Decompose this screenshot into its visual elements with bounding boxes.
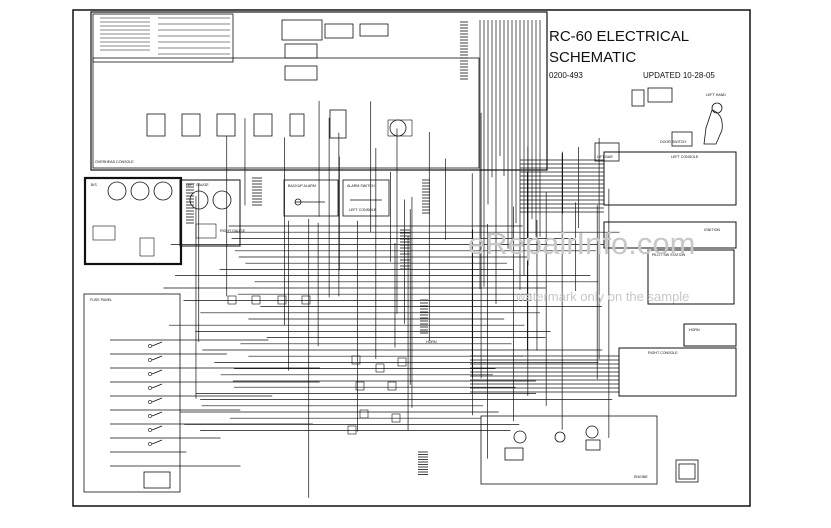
fuse-panel-label: FUSE PANEL <box>90 298 112 302</box>
schematic-title-line1: RC-60 ELECTRICAL <box>549 28 689 45</box>
component-symbols <box>148 21 468 475</box>
alarm-switch-label: ALARM SWITCH <box>347 184 375 188</box>
watermark-site: eRepairInfo.com <box>468 226 695 261</box>
right-console-label: RIGHT CONSOLE <box>648 351 678 355</box>
pilot-switch-label: PILOT SW STATION <box>652 253 686 257</box>
engine-block <box>480 415 658 485</box>
gauge-panel-label: B/S <box>91 183 97 187</box>
sheet-border <box>72 9 751 507</box>
overhead-console-label: OVERHEAD CONSOLE <box>95 160 134 164</box>
right-components <box>594 87 737 483</box>
left-console-label: LEFT CONSOLE <box>671 155 699 159</box>
fuse-panel-block <box>83 293 181 493</box>
left-gauge-label: LEFT GAUGE <box>186 183 209 187</box>
lift-bar-label: LIFT BAR <box>597 155 613 159</box>
part-number: 0200-493 <box>549 71 583 80</box>
watermark-note: watermark only on the sample <box>515 289 689 304</box>
overhead-console-block <box>90 11 548 171</box>
backup-alarm-label: BACKUP ALARM <box>288 184 316 188</box>
horn-label: HORN <box>689 328 700 332</box>
gauge-panel <box>83 176 241 266</box>
joystick-label: LEFT HAND <box>706 93 726 97</box>
right-gauge-label: RIGHT GAUGE <box>220 229 246 233</box>
horn-pad-label: HORN <box>426 340 437 344</box>
schematic-title-line2: SCHEMATIC <box>549 49 636 66</box>
updated-date: UPDATED 10-28-05 <box>643 71 715 80</box>
engine-label: ENGINE <box>634 475 648 479</box>
alarm-block <box>283 179 390 217</box>
parts-list-table <box>100 17 230 55</box>
door-switch-label: DOOR SWITCH <box>660 140 686 144</box>
ignition-label: IGNITION <box>704 228 720 232</box>
left-console-small-label: LEFT CONSOLE <box>349 208 377 212</box>
wiring-layer <box>110 20 620 498</box>
